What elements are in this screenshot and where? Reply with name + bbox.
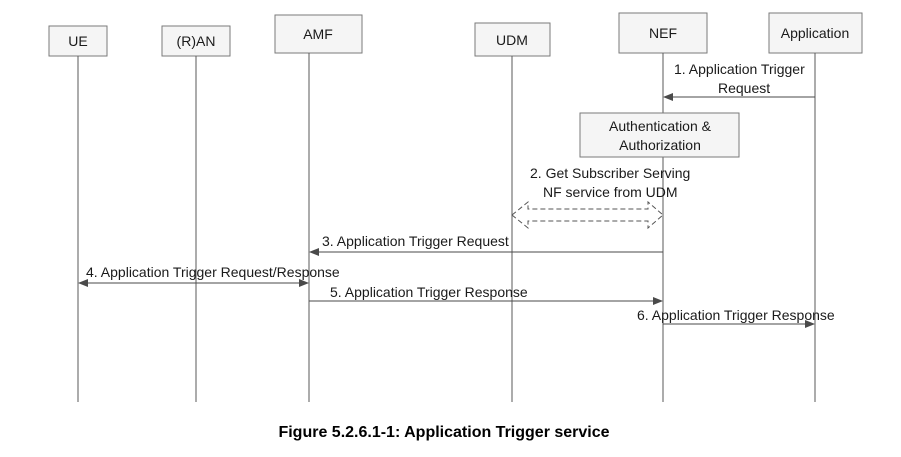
figure-caption: Figure 5.2.6.1-1: Application Trigger se… [278,424,609,441]
entity-label: UE [68,33,87,49]
process-label-line1: Authentication & [609,118,712,134]
message-4: 4. Application Trigger Request/Response [78,264,340,287]
entity-ue: UE [48,25,108,57]
message-4-label: 4. Application Trigger Request/Response [86,264,340,280]
message-1: 1. Application Trigger Request [663,61,815,101]
message-2-dashed-arrow [511,200,664,230]
process-label-line2: Authorization [619,137,701,153]
message-1-label-line1: 1. Application Trigger [674,61,805,77]
process-box-auth: Authentication & Authorization [579,112,740,158]
message-5-label: 5. Application Trigger Response [330,284,528,300]
message-5: 5. Application Trigger Response [309,284,663,305]
message-3-label: 3. Application Trigger Request [322,233,509,249]
message-2: 2. Get Subscriber Serving NF service fro… [511,165,690,230]
message-6: 6. Application Trigger Response [637,307,835,328]
entity-label: (R)AN [177,33,216,49]
entity-label: AMF [303,26,333,42]
entity-udm: UDM [474,22,551,57]
message-2-label-line1: 2. Get Subscriber Serving [530,165,690,181]
entity-label: Application [781,25,850,41]
message-2-label-line2: NF service from UDM [543,184,678,200]
entity-nef: NEF [618,12,708,54]
message-1-label-line2: Request [718,80,770,96]
message-3: 3. Application Trigger Request [309,233,663,256]
entity-ran: (R)AN [161,25,231,57]
message-6-label: 6. Application Trigger Response [637,307,835,323]
entity-label: NEF [649,25,677,41]
entity-application: Application [768,12,863,54]
entity-amf: AMF [274,14,363,54]
entity-label: UDM [496,32,528,48]
